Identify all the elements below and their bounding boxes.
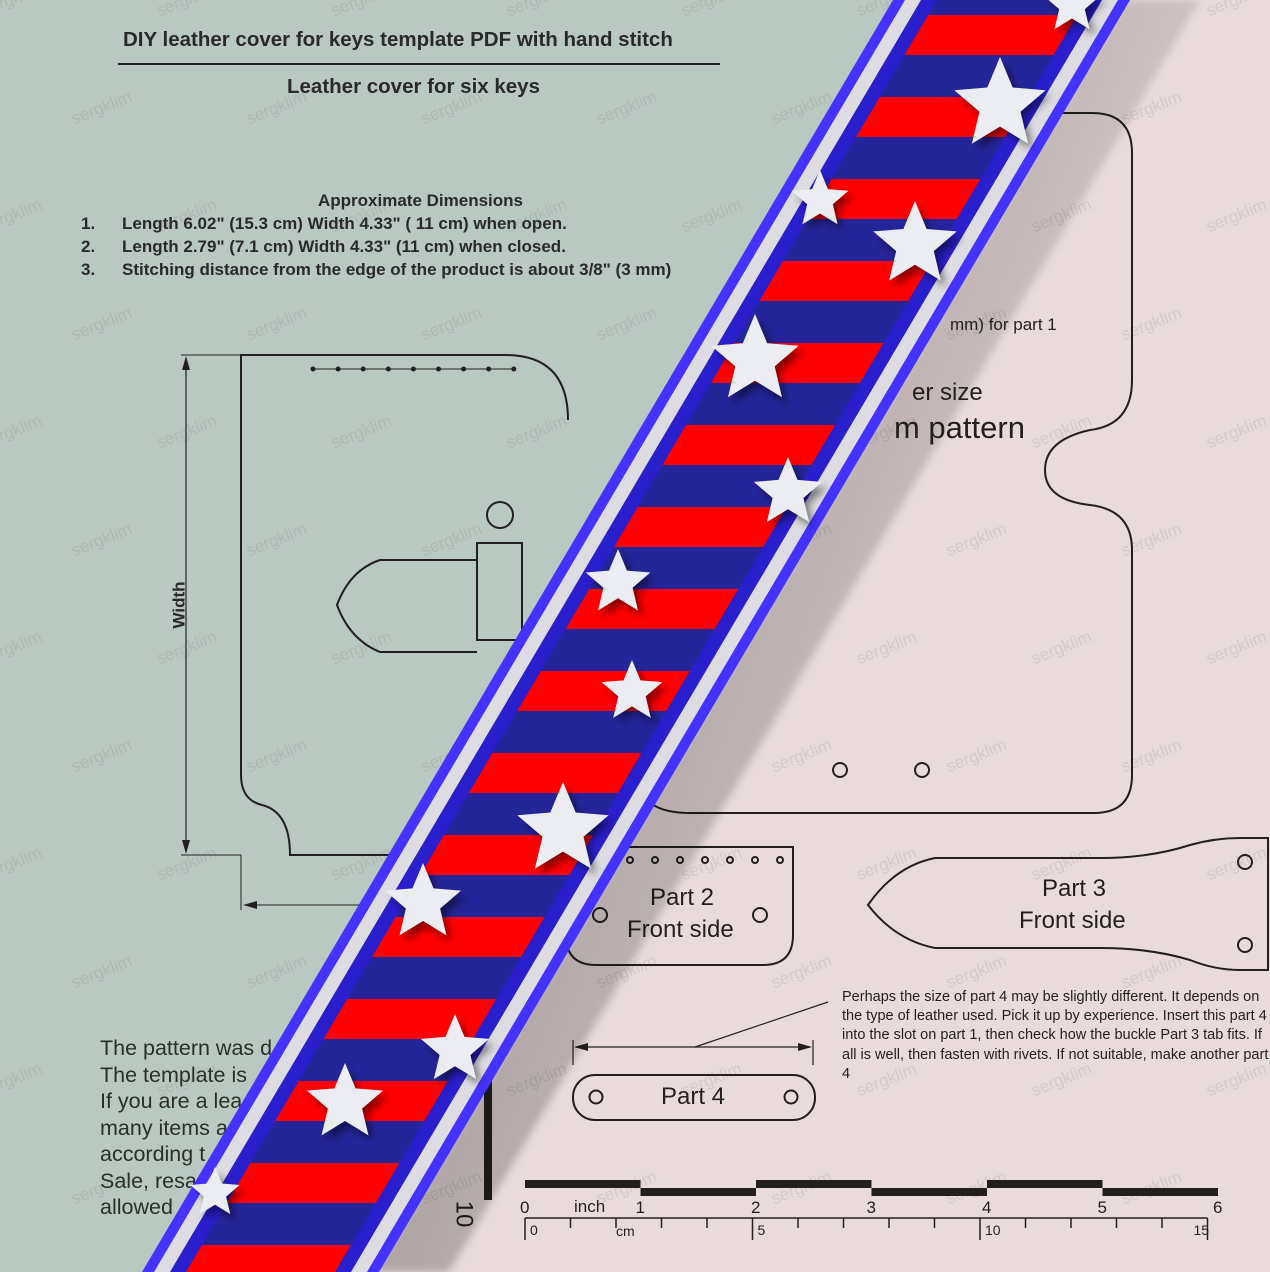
stitch-line	[310, 366, 517, 372]
stitch-hole	[751, 856, 759, 864]
ruler-inch-tick-label: 1	[635, 1198, 645, 1217]
star-icon	[601, 660, 668, 724]
ruler-inch-segment	[871, 1188, 987, 1196]
dimension-item: Length 6.02" (15.3 cm) Width 4.33" ( 11 …	[122, 214, 567, 233]
title-divider	[118, 63, 720, 65]
tab-outline	[335, 559, 477, 653]
dimensions-heading: Approximate Dimensions	[318, 191, 523, 210]
page-title: DIY leather cover for keys template PDF …	[123, 28, 673, 51]
ruler-cm-tick-label: 15	[1193, 1222, 1210, 1238]
ruler-inch-segment	[987, 1180, 1103, 1188]
rivet-hole	[1237, 854, 1253, 870]
star-icon	[385, 863, 466, 942]
rivet-hole	[588, 1089, 604, 1105]
dimension-num: 2.	[81, 237, 96, 256]
rivet-hole	[914, 762, 930, 778]
ruler-inch-segment	[640, 1188, 756, 1196]
star-icon	[190, 1167, 245, 1220]
star-icon	[307, 1063, 388, 1142]
rivet-hole	[752, 907, 768, 923]
star-icon	[753, 457, 828, 529]
rivet-hole	[1237, 937, 1253, 953]
ribbon-red-stripe	[186, 261, 1086, 301]
bottom-text: The pattern was d The template is If you…	[100, 1035, 272, 1221]
strap-loop	[476, 542, 523, 641]
ruler-cm-label: cm	[616, 1223, 635, 1239]
part3-side: Front side	[1019, 907, 1126, 934]
closed-cover-outline	[240, 354, 600, 856]
ruler-cm-tick-label: 5	[757, 1222, 766, 1238]
ruler-cm-tick-label: 10	[985, 1222, 1001, 1238]
star-icon	[791, 170, 854, 231]
dimension-item: Stitching distance from the edge of the …	[122, 260, 672, 279]
ruler-inch-tick-label: 0	[520, 1198, 530, 1217]
star-icon	[1048, 0, 1106, 36]
ribbon-red-stripe	[186, 343, 1086, 383]
stitch-hole	[726, 856, 734, 864]
part4-note: Perhaps the size of part 4 may be slight…	[842, 989, 1269, 1082]
star-icon	[420, 1014, 495, 1086]
ruler-inch-segment	[1102, 1188, 1218, 1196]
ruler-cm-tick-label: 0	[530, 1222, 538, 1238]
bottom-text-line: allowed	[100, 1195, 173, 1219]
rivet-hole	[486, 501, 514, 529]
part3-outline	[866, 837, 1269, 971]
ruler-inch-label: inch	[574, 1197, 606, 1216]
rivet-hole	[832, 762, 848, 778]
ruler-inch-tick-label: 3	[866, 1198, 876, 1217]
stitch-hole	[701, 856, 709, 864]
star-icon	[873, 201, 962, 287]
part1-outline	[639, 112, 1133, 814]
ribbon-shadow	[374, 0, 1200, 1272]
star-icon	[954, 57, 1051, 150]
dimension-item: Length 2.79" (7.1 cm) Width 4.33" (11 cm…	[122, 237, 566, 256]
ruler-inch-tick-label: 5	[1097, 1198, 1107, 1217]
ruler-inch-tick-label: 4	[982, 1198, 992, 1217]
part1-text-line2: er size	[912, 379, 983, 406]
ribbon-red-stripe	[186, 1081, 1086, 1121]
star-icon	[711, 314, 804, 404]
ruler-inch-segment	[756, 1180, 872, 1188]
part4-outline	[572, 1074, 816, 1121]
ruler-inch-tick-label: 6	[1213, 1198, 1223, 1217]
dimension-num: 3.	[81, 260, 96, 279]
page-subtitle: Leather cover for six keys	[287, 75, 540, 98]
star-icon	[517, 782, 614, 875]
ribbon-red-stripe	[186, 507, 1086, 547]
bottom-text-line: The pattern was d	[100, 1036, 273, 1060]
part3-name: Part 3	[1042, 875, 1107, 902]
dimension-num: 1.	[81, 214, 96, 233]
ruler	[524, 1180, 1218, 1240]
part1-text-line3: m pattern	[894, 410, 1025, 445]
ruler-inch-tick-label: 2	[751, 1198, 761, 1217]
rivet-hole	[783, 1089, 799, 1105]
bottom-text-line: Sale, resa	[100, 1168, 197, 1193]
part4-name: Part 4	[661, 1083, 726, 1110]
star-icon	[585, 549, 656, 617]
stitch-hole	[776, 856, 784, 864]
bottom-text-line: many items a	[100, 1115, 228, 1140]
part1-text-line1: mm) for part 1	[950, 315, 1057, 334]
bottom-text-line: The template is	[100, 1062, 247, 1087]
bottom-text-line: according t	[100, 1142, 206, 1166]
ruler-inch-segment	[525, 1180, 641, 1188]
ribbon-red-stripe	[186, 999, 1086, 1039]
bottom-text-line: If you are a lea	[100, 1089, 243, 1113]
